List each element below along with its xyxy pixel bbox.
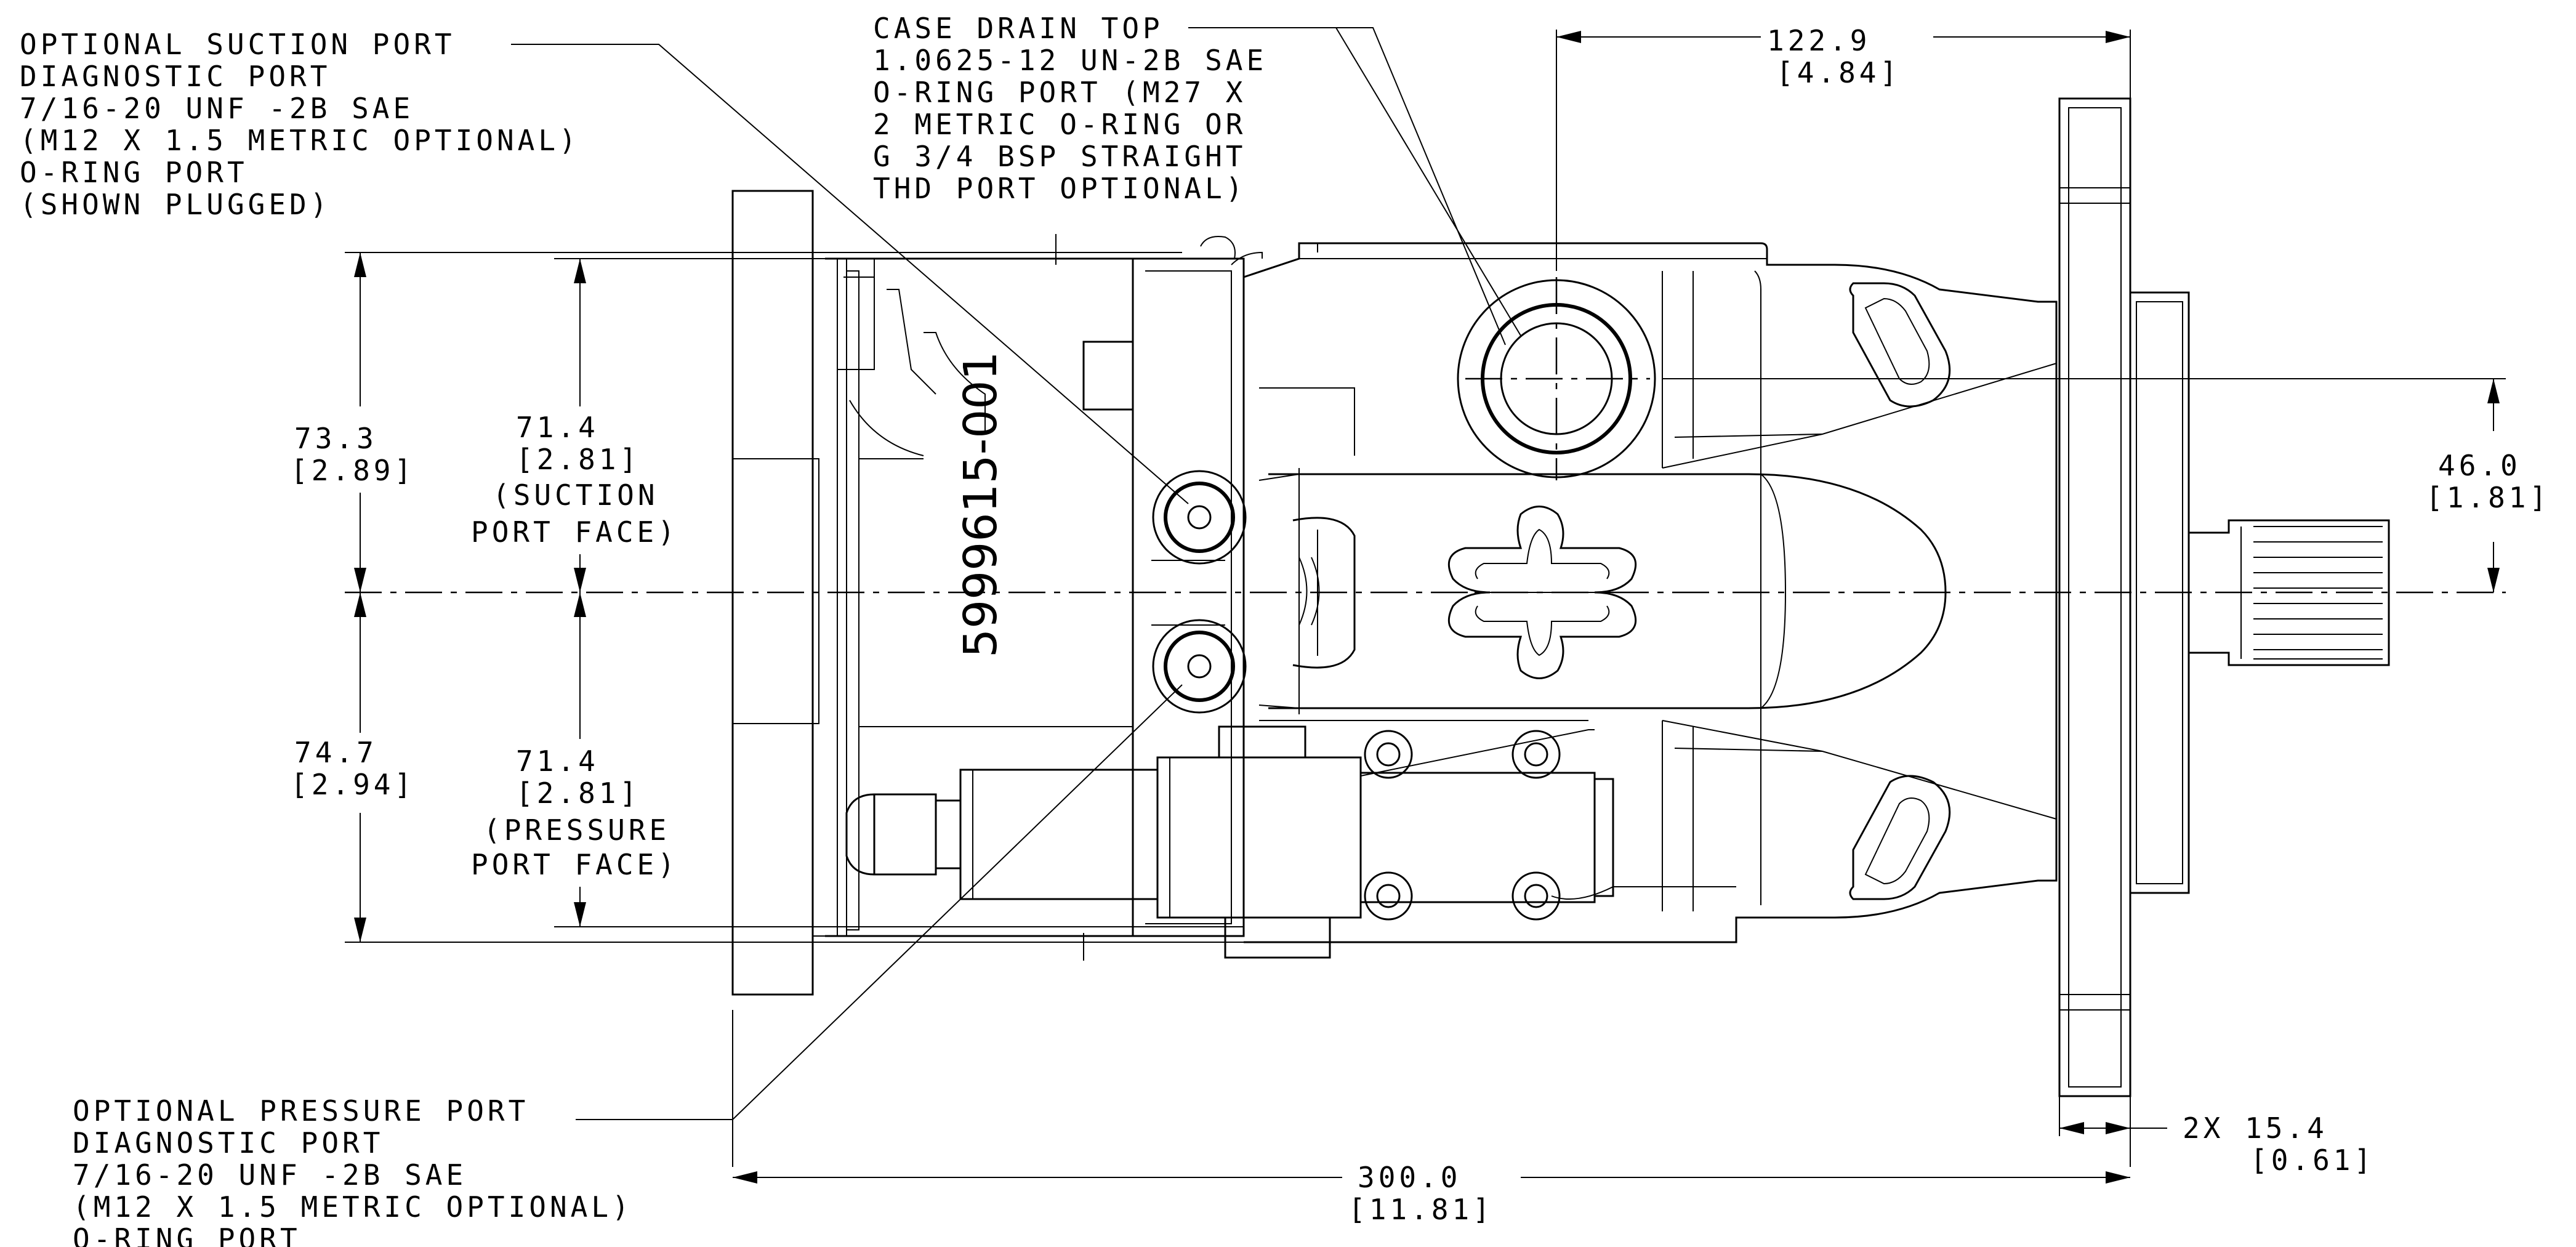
dim-74-7-mm: 74.7 [294, 736, 377, 769]
dim-71-4-pressure-in: [2.81] [516, 777, 640, 810]
dim-15-4-mm: 2X 15.4 [2183, 1112, 2328, 1145]
suction-port-face-label-2: PORT FACE) [471, 515, 678, 549]
leader-lines [511, 27, 1521, 1120]
dim-74-7-in: [2.94] [291, 768, 415, 801]
case-drain-callout: CASE DRAIN TOP 1.0625-12 UN-2B SAE O-RIN… [873, 12, 1288, 205]
suction-diagnostic-port [1152, 470, 1247, 565]
centerlines [345, 277, 2506, 594]
pressure-diagnostic-port [1152, 619, 1247, 714]
dim-46-0-mm: 46.0 [2438, 449, 2521, 482]
dim-122-9-mm: 122.9 [1767, 24, 1870, 57]
suction-port-callout: OPTIONAL SUCTION PORT DIAGNOSTIC PORT 7/… [20, 28, 600, 221]
pressure-port-callout: OPTIONAL PRESSURE PORT DIAGNOSTIC PORT 7… [73, 1094, 653, 1247]
pressure-port-face-label-2: PORT FACE) [471, 848, 678, 881]
pump-body [731, 97, 2390, 1097]
dim-71-4-suction-in: [2.81] [516, 443, 640, 476]
dim-46-0-in: [1.81] [2426, 481, 2550, 514]
control-valve [845, 725, 1736, 959]
dim-300-0-in: [11.81] [1348, 1193, 1494, 1226]
suction-port-face-label: (SUCTION [493, 478, 659, 512]
dimension-lines [354, 31, 2500, 1184]
extension-lines [345, 30, 2506, 1167]
dim-15-4-in: [0.61] [2250, 1144, 2375, 1177]
part-number: 5999615-001 [954, 351, 1007, 658]
dim-73-3-mm: 73.3 [294, 422, 377, 455]
dim-71-4-suction-mm: 71.4 [516, 411, 599, 444]
pressure-port-face-label: (PRESSURE [483, 813, 670, 847]
dim-122-9-in: [4.84] [1776, 56, 1901, 89]
dim-300-0-mm: 300.0 [1358, 1161, 1461, 1194]
dim-73-3-in: [2.89] [291, 454, 415, 487]
dim-71-4-pressure-mm: 71.4 [516, 745, 599, 778]
